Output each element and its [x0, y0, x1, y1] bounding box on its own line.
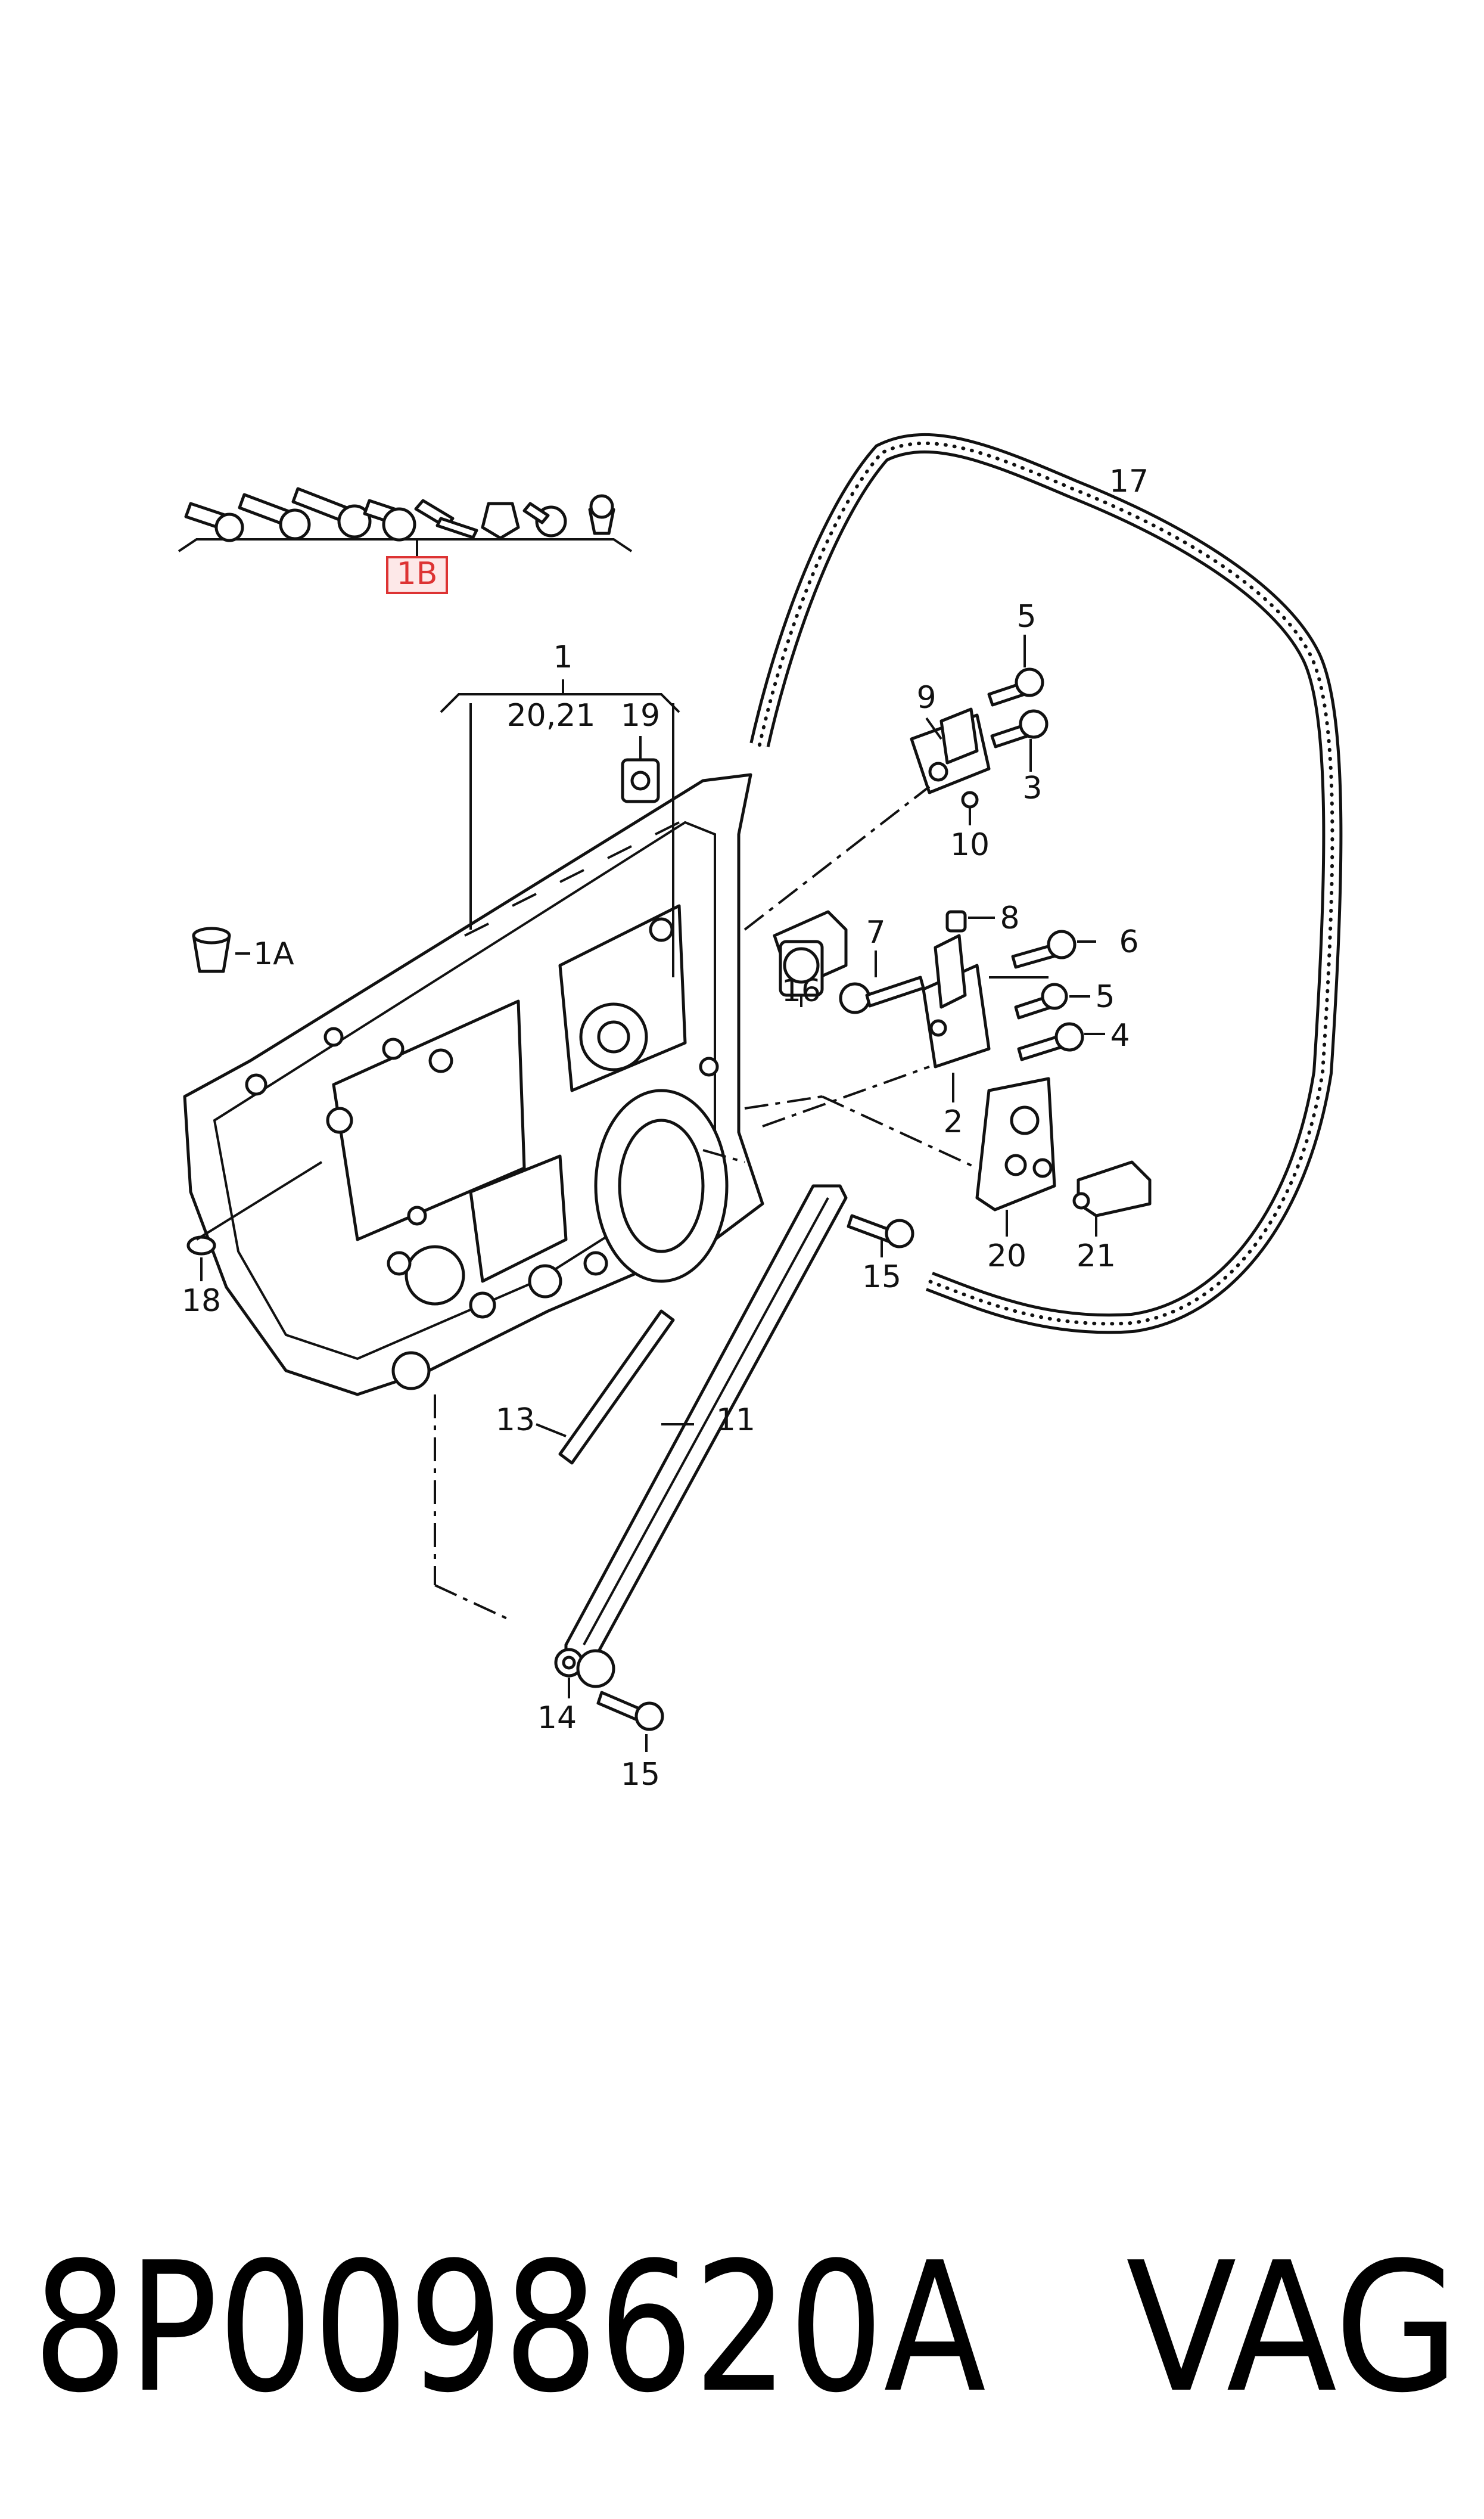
door-shell	[183, 773, 764, 1396]
lock-bracket	[975, 1077, 1056, 1237]
brand-name: VAG	[1126, 2224, 1460, 2432]
grommet-14	[554, 1648, 615, 1698]
callout-20-21: 20,21	[507, 698, 596, 734]
bolt-15-a	[847, 1214, 914, 1257]
callout-14: 14	[537, 1700, 577, 1736]
bolt-lower-5	[1014, 983, 1090, 1020]
callout-1B: 1B	[397, 556, 438, 592]
callout-4: 4	[1110, 1018, 1130, 1054]
assembly-line	[743, 785, 931, 931]
callout-18: 18	[182, 1283, 221, 1319]
door-seal	[749, 433, 1343, 1334]
bracket-1	[440, 693, 680, 713]
callout-21: 21	[1077, 1238, 1116, 1274]
fastener-set	[178, 487, 633, 557]
bolt-upper-5	[987, 635, 1044, 707]
lower-hinge	[922, 934, 1049, 1102]
callout-17: 17	[1109, 464, 1149, 499]
bolt-7	[839, 951, 925, 1014]
cap	[945, 910, 995, 933]
callout-1B-box	[386, 556, 448, 594]
callout-1: 1	[553, 639, 573, 675]
callout-16: 16	[782, 973, 821, 1009]
callout-15-upper: 15	[862, 1259, 901, 1295]
clip-part	[621, 736, 660, 803]
callout-8: 8	[1000, 900, 1019, 936]
callout-10: 10	[950, 827, 990, 863]
callout-2: 2	[943, 1104, 963, 1140]
bolt-15-b	[596, 1691, 664, 1752]
callout-5-upper: 5	[1016, 599, 1036, 635]
callout-11: 11	[716, 1402, 755, 1438]
callout-15-lower: 15	[621, 1757, 660, 1793]
trim-strip	[536, 1309, 675, 1465]
door-check-strap	[773, 910, 848, 1007]
callout-20: 20	[987, 1238, 1026, 1274]
rivet-nut	[192, 927, 250, 973]
callout-3: 3	[1022, 771, 1042, 806]
callout-6: 6	[1119, 924, 1138, 960]
callout-7: 7	[866, 915, 885, 951]
bolt-upper-3	[990, 709, 1049, 772]
callout-19: 19	[621, 698, 660, 734]
bolt-lower-6	[1011, 930, 1096, 969]
callout-1A: 1A	[253, 936, 294, 972]
callout-9: 9	[916, 680, 936, 716]
upper-hinge	[910, 707, 991, 825]
callout-5-lower: 5	[1095, 979, 1115, 1015]
plug	[186, 1161, 323, 1281]
callout-13: 13	[496, 1402, 535, 1438]
bracket-21	[1072, 1160, 1152, 1237]
part-number: 8P0098620A	[33, 2224, 987, 2432]
bolt-lower-4	[1017, 1022, 1105, 1061]
